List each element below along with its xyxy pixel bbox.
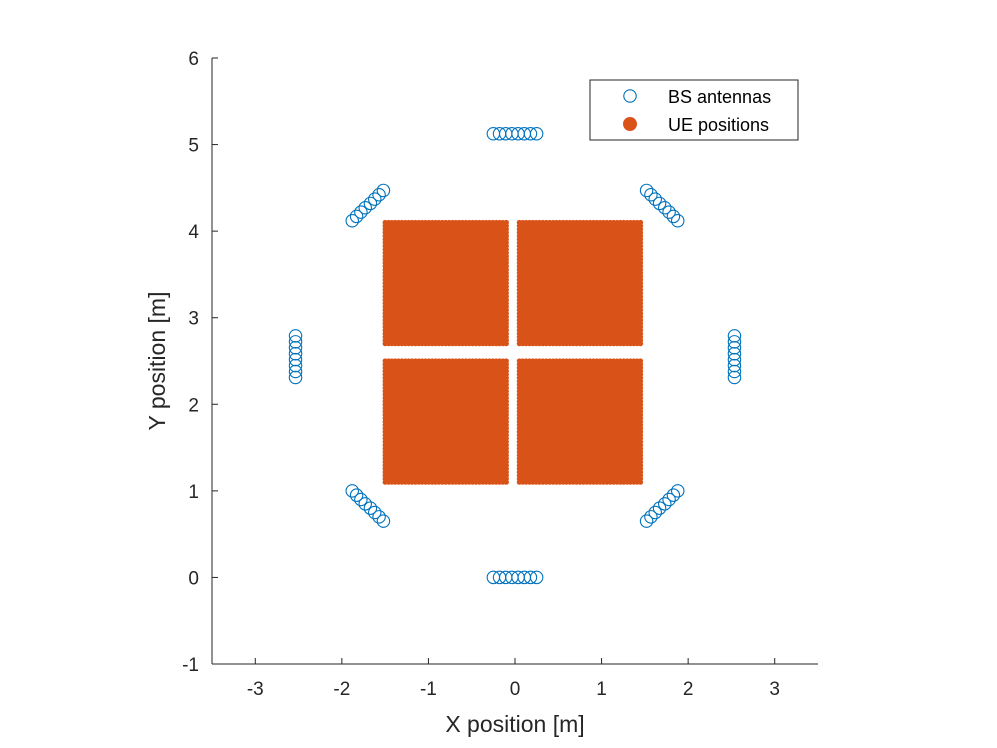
ue-region — [516, 358, 644, 485]
ue-region — [382, 219, 509, 347]
ue-point — [503, 358, 509, 364]
ue-region — [382, 358, 509, 485]
plot-area — [288, 127, 742, 585]
ue-point — [503, 219, 509, 226]
ue-region — [516, 219, 644, 347]
ue-point — [637, 219, 644, 226]
